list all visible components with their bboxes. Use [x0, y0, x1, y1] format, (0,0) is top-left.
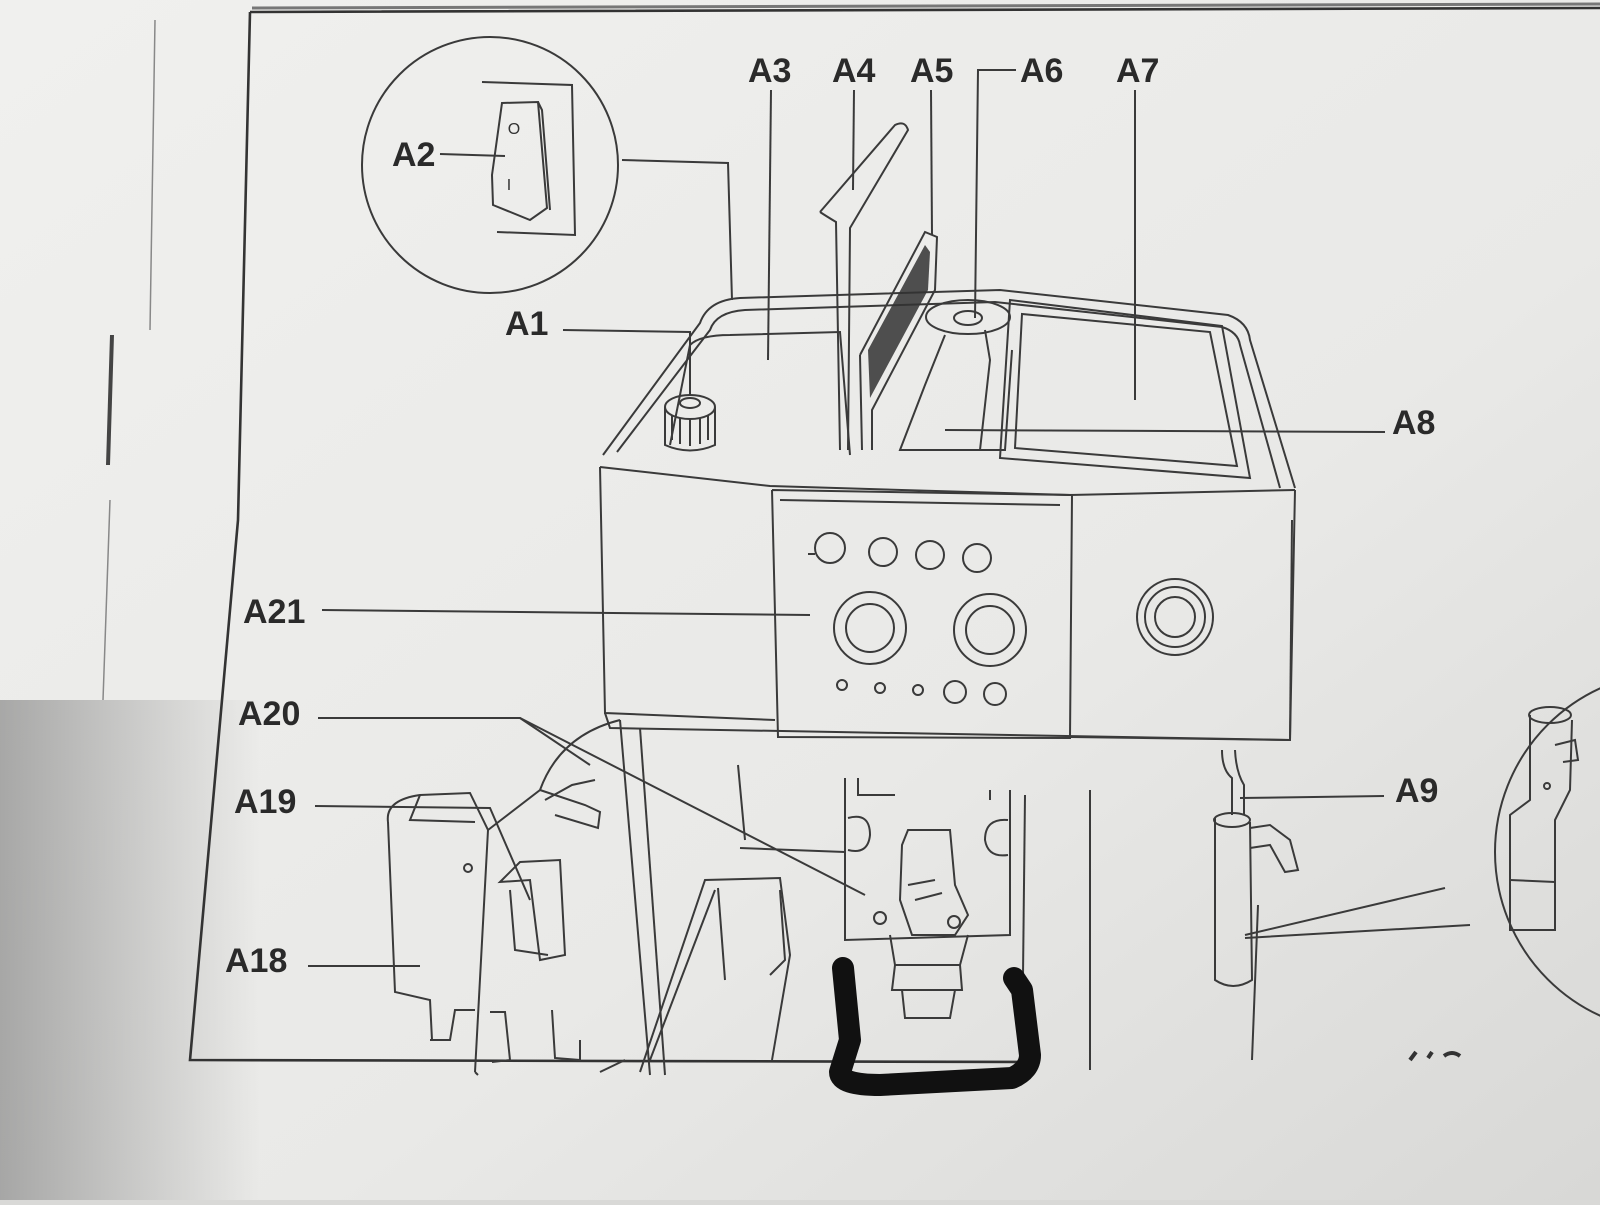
steam-knob — [1136, 578, 1214, 656]
leader-a2 — [439, 153, 506, 157]
label-a20: A20 — [238, 695, 300, 733]
page-shadow-left — [0, 700, 260, 1200]
machine-lower-structure — [599, 719, 1091, 1076]
scan-mark — [106, 334, 114, 466]
label-a21: A21 — [243, 593, 305, 631]
figure-frame — [188, 6, 1600, 1064]
leader-a3 — [767, 89, 772, 361]
steam-wand — [1213, 749, 1300, 1061]
leader-a20b — [519, 717, 591, 766]
leader-a19 — [314, 805, 531, 901]
label-a3: A3 — [748, 52, 791, 90]
cut-label-fragment — [1408, 1050, 1462, 1062]
steam-nozzle-inset — [1494, 687, 1600, 1017]
scan-mark — [102, 19, 156, 701]
marker-scribble — [829, 957, 1041, 1096]
label-a4: A4 — [832, 52, 876, 90]
frame-inner-top — [251, 2, 1600, 10]
control-panel — [771, 489, 1074, 740]
switch-symbol-off: O — [508, 121, 520, 138]
leader-a5 — [930, 89, 933, 236]
leader-lines — [308, 69, 1471, 967]
switch-symbol-on: I — [507, 177, 511, 194]
label-a7: A7 — [1116, 52, 1159, 90]
label-a6: A6 — [1020, 52, 1063, 90]
label-a19: A19 — [234, 783, 296, 821]
adjustment-knob — [664, 394, 716, 452]
label-a9: A9 — [1395, 772, 1438, 810]
leader-a9 — [1239, 795, 1385, 799]
bean-container-grille — [859, 230, 939, 451]
part-labels: A2 A1 A3 A4 A5 A6 A7 A8 A21 A20 A19 A18 … — [225, 52, 1438, 980]
leader-a4 — [852, 89, 855, 191]
ground-coffee-funnel — [898, 299, 1013, 451]
leader-a6 — [974, 69, 1016, 319]
label-a2: A2 — [392, 136, 435, 174]
label-a5: A5 — [910, 52, 953, 90]
label-a1: A1 — [505, 305, 548, 343]
leader-a9-inset — [1244, 887, 1471, 939]
main-switch-inset: O I — [361, 36, 733, 301]
leader-a1 — [562, 329, 691, 395]
leader-a8 — [944, 429, 1386, 433]
tank-lid — [819, 122, 910, 451]
label-a18: A18 — [225, 942, 287, 980]
machine-body — [599, 288, 1296, 742]
leader-a21 — [321, 609, 811, 616]
label-a8: A8 — [1392, 404, 1435, 442]
cup-warmer-tray — [998, 298, 1252, 480]
